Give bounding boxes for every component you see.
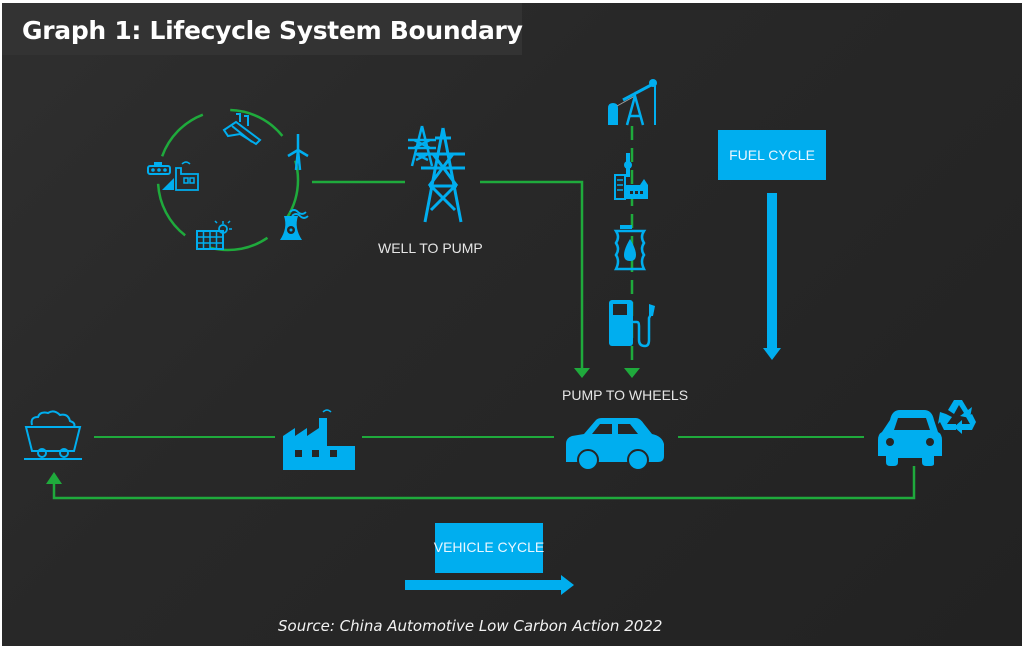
vehicle-cycle-label: VEHICLE CYCLE: [434, 539, 544, 555]
vehicle-cycle-box: VEHICLE CYCLE: [434, 523, 544, 573]
connector-grid-to-vehicle: [480, 180, 584, 370]
ore-mine-cart-icon: [24, 410, 82, 460]
car-in-use-icon: [566, 418, 664, 471]
energy-cycle-ring: [156, 108, 300, 252]
refinery-icon: [614, 153, 648, 200]
fuel-cycle-arrow: [763, 193, 781, 360]
car-end-of-life-icon: [878, 410, 942, 466]
fuel-cycle-box: FUEL CYCLE: [718, 130, 826, 180]
energy-source-cycle: [156, 108, 300, 252]
source-caption: Source: China Automotive Low Carbon Acti…: [278, 617, 663, 635]
arrow-down-icon: [574, 368, 590, 378]
oil-pumpjack-icon: [608, 79, 657, 126]
solar-panel-icon: [196, 220, 232, 250]
connector-recycle-return: [52, 466, 916, 500]
pump-to-wheels-label: PUMP TO WHEELS: [562, 387, 688, 403]
nuclear-plant-icon: [280, 209, 309, 240]
fuel-pump-icon: [609, 300, 655, 348]
page-title: Graph 1: Lifecycle System Boundary: [22, 16, 523, 45]
coal-factory-icon: [147, 161, 199, 191]
recycle-icon: [938, 400, 976, 434]
well-to-pump-label: WELL TO PUMP: [378, 240, 483, 256]
arrow-down-icon: [624, 368, 640, 378]
transmission-tower-icon: [408, 125, 465, 223]
arrow-up-icon: [46, 472, 62, 484]
vehicle-cycle-arrow: [405, 575, 574, 595]
wind-turbine-icon: [287, 134, 309, 171]
manufacturing-factory-icon: [283, 409, 355, 470]
title-banner: Graph 1: Lifecycle System Boundary: [2, 3, 523, 55]
fuel-cycle-label: FUEL CYCLE: [729, 147, 815, 163]
fuel-barrel-icon: [613, 225, 647, 271]
mining-plant-icon: [222, 113, 262, 146]
